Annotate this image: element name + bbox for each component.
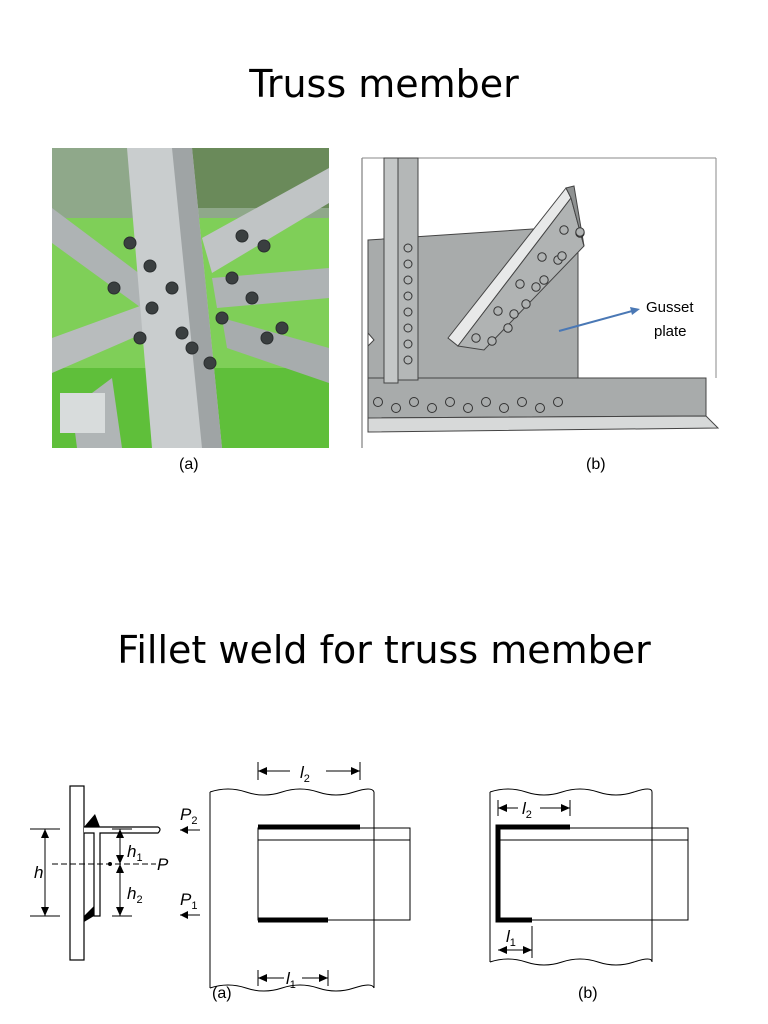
angle-section xyxy=(84,826,161,917)
bolt-hole xyxy=(123,236,137,250)
bolt-hole xyxy=(445,397,455,407)
weld-diagram-a: l2 l1 P2 P1 xyxy=(180,762,411,992)
bolt-hole xyxy=(539,275,549,285)
caption-weld-b: (b) xyxy=(578,985,598,1002)
bolt-hole xyxy=(185,341,199,355)
bolt-hole xyxy=(403,243,413,253)
bolt-hole xyxy=(503,323,513,333)
bolt-hole xyxy=(235,229,249,243)
bolt-holes-drawing xyxy=(373,225,585,413)
caption-weld-a: (a) xyxy=(212,985,232,1002)
caption-photo-a: (a) xyxy=(179,456,199,473)
bolt-hole xyxy=(403,275,413,285)
bolt-hole xyxy=(275,321,289,335)
diagonal-angle-lower-right xyxy=(222,318,329,383)
bolt-hole xyxy=(391,403,401,413)
label-l1-a: l1 xyxy=(286,969,296,991)
bolt-hole xyxy=(535,403,545,413)
label-h1: h1 xyxy=(127,842,143,864)
bolt-hole xyxy=(215,311,229,325)
bolt-hole xyxy=(245,291,259,305)
gusset-plate-drawing: Gusset plate xyxy=(356,148,726,453)
bolt-hole xyxy=(427,403,437,413)
vertical-member-web xyxy=(397,157,419,381)
distant-structure xyxy=(60,393,105,433)
bolt-hole xyxy=(133,331,147,345)
bolt-hole xyxy=(481,397,491,407)
gusset-label-line1: Gusset xyxy=(646,299,694,316)
weld-bottom xyxy=(84,906,94,922)
gusset-pointer-arrow xyxy=(558,309,637,332)
bolt-hole xyxy=(403,291,413,301)
bolt-hole xyxy=(521,299,531,309)
gusset-label-line2: plate xyxy=(654,323,687,340)
label-l2-b: l2 xyxy=(522,799,532,821)
bolt-hole xyxy=(107,281,121,295)
label-p: P xyxy=(157,855,169,874)
angle-member-b xyxy=(497,827,689,921)
bolt-hole xyxy=(499,403,509,413)
weld-diagram-b: l2 l1 xyxy=(489,788,689,966)
bolt-hole xyxy=(557,251,567,261)
bolt-hole xyxy=(203,356,217,370)
bolt-hole xyxy=(257,239,271,253)
bolt-hole xyxy=(575,227,585,237)
bolt-holes-photo xyxy=(107,229,289,370)
bolt-hole xyxy=(553,397,563,407)
label-l2-a: l2 xyxy=(300,763,310,785)
bolt-hole xyxy=(260,331,274,345)
label-p2: P2 xyxy=(180,805,197,827)
bolt-hole xyxy=(559,225,569,235)
bolt-hole xyxy=(517,397,527,407)
slide-title-truss-member: Truss member xyxy=(249,62,519,106)
weld-top xyxy=(84,814,100,827)
label-l1-b: l1 xyxy=(506,927,516,949)
bolt-hole xyxy=(403,323,413,333)
diagonal-angle-upper-right xyxy=(202,168,329,273)
bolt-hole xyxy=(145,301,159,315)
bolt-hole xyxy=(409,397,419,407)
gusset-plate-section xyxy=(69,785,85,961)
label-h: h xyxy=(34,863,43,882)
bolt-hole xyxy=(463,403,473,413)
bolt-hole xyxy=(403,307,413,317)
vertical-member-flange xyxy=(383,157,399,384)
bolt-hole xyxy=(175,326,189,340)
bolt-hole xyxy=(471,333,481,343)
slide-title-fillet-weld: Fillet weld for truss member xyxy=(117,628,651,672)
bolt-hole xyxy=(531,282,541,292)
label-h2: h2 xyxy=(127,884,143,906)
bolt-hole xyxy=(165,281,179,295)
weld-b xyxy=(495,824,570,923)
bolt-hole xyxy=(537,252,547,262)
fillet-weld-diagram: h h1 h2 P l2 l1 P2 xyxy=(30,762,689,992)
bolt-hole xyxy=(143,259,157,273)
truss-photo xyxy=(52,148,329,448)
bolt-hole xyxy=(515,279,525,289)
bolt-hole xyxy=(225,271,239,285)
bolt-hole xyxy=(373,397,383,407)
bolt-hole xyxy=(487,336,497,346)
angle-cross-section: h h1 h2 P xyxy=(30,785,169,961)
label-p1: P1 xyxy=(180,890,197,912)
bolt-hole xyxy=(493,306,503,316)
angle-member-a xyxy=(257,827,411,921)
diagonal-angle-lower-left xyxy=(52,298,167,373)
bolt-hole xyxy=(509,309,519,319)
horizontal-angle-right xyxy=(212,268,329,308)
bolt-hole xyxy=(403,259,413,269)
plate-b-top-edge xyxy=(489,788,653,796)
bolt-hole xyxy=(403,355,413,365)
plate-a-top-edge xyxy=(209,788,375,796)
bolt-hole xyxy=(403,339,413,349)
caption-drawing-b: (b) xyxy=(586,456,606,473)
